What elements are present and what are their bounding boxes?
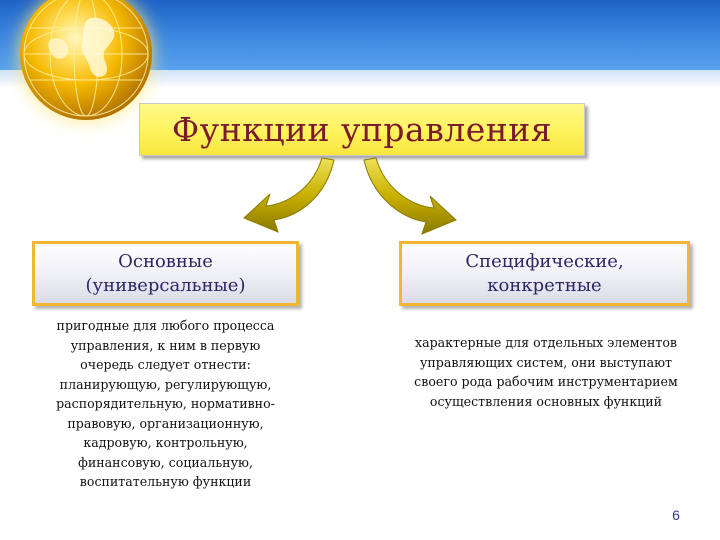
- basic-functions-description: пригодные для любого процесса управления…: [56, 318, 275, 489]
- title-box: Функции управления: [139, 103, 585, 156]
- specific-functions-description: характерные для отдельных элементов упра…: [414, 335, 678, 409]
- page-number: 6: [672, 507, 680, 523]
- specific-functions-box: Специфические, конкретные: [399, 241, 690, 306]
- basic-functions-heading: Основные (универсальные): [85, 250, 246, 296]
- globe-icon: [20, 0, 152, 120]
- specific-functions-heading: Специфические, конкретные: [465, 250, 624, 296]
- basic-functions-box: Основные (универсальные): [32, 241, 299, 306]
- left-curved-arrow: [243, 157, 335, 233]
- header-stripe: [0, 70, 720, 88]
- diagram-title: Функции управления: [171, 110, 553, 149]
- right-curved-arrow: [363, 157, 457, 235]
